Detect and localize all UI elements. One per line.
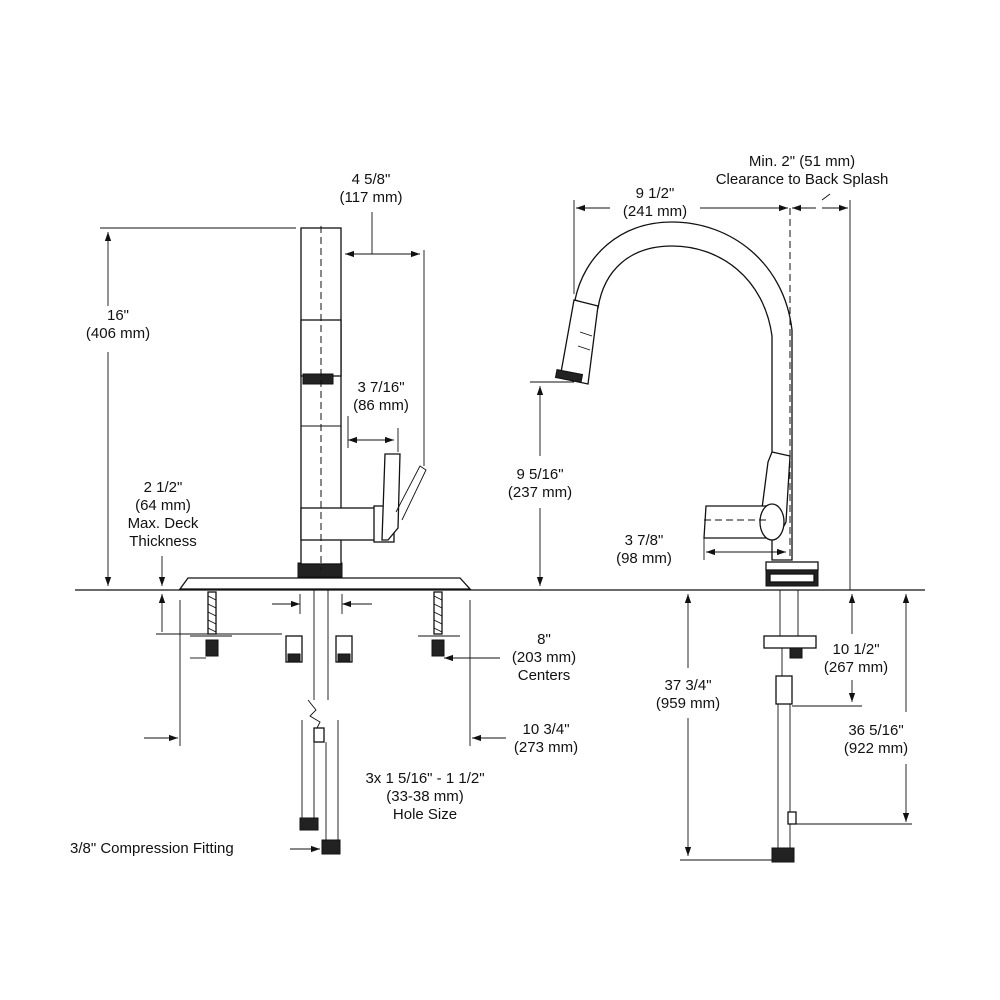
- dim-value-in: 3 7/16": [357, 379, 405, 396]
- dim-value-mm: (267 mm): [823, 659, 889, 676]
- dim-caption: Thickness: [129, 533, 197, 550]
- spray-face: [302, 373, 334, 385]
- dim-value-mm: (922 mm): [843, 740, 909, 757]
- dim-hole-size: 3x 1 5/16" - 1 1/2" (33-38 mm) Hole Size: [340, 770, 510, 824]
- left-dimension-lines: [100, 212, 506, 853]
- dim-value-in: 10 1/2": [832, 641, 880, 658]
- dim-value-mm: (406 mm): [85, 325, 151, 342]
- dim-value-in: 4 5/8": [351, 171, 391, 188]
- dim-shank-length: 10 1/2" (267 mm): [808, 641, 904, 677]
- dim-value-mm: (241 mm): [622, 203, 688, 220]
- dim-value-mm: (33-38 mm): [386, 788, 464, 805]
- pull-down-spray-head: [559, 299, 599, 385]
- dim-clearance: Min. 2" (51 mm) Clearance to Back Splash: [682, 153, 922, 189]
- base-ring: [297, 562, 343, 578]
- dim-handle-reach: 3 7/8" (98 mm): [606, 532, 682, 568]
- dim-caption: Centers: [517, 667, 571, 684]
- dim-value-mm: (959 mm): [655, 695, 721, 712]
- dim-value-in: 2 1/2": [143, 479, 183, 496]
- dim-value-mm: (117 mm): [339, 189, 403, 206]
- handle-lever: [381, 453, 401, 541]
- dim-value-in: 3 7/8": [624, 532, 664, 549]
- right-faucet-view: [554, 208, 819, 863]
- dim-centers: 8" (203 mm) Centers: [496, 631, 592, 685]
- dim-value-mm: (273 mm): [513, 739, 579, 756]
- gooseneck-spout: [574, 221, 793, 561]
- dim-value-in: 16": [106, 307, 129, 324]
- dim-value-mm: (203 mm): [511, 649, 577, 666]
- dim-caption: Clearance to Back Splash: [715, 171, 889, 188]
- dim-value-in: 36 5/16": [848, 722, 904, 739]
- dim-supply-length: 36 5/16" (922 mm): [824, 722, 928, 758]
- dim-plate-width: 10 3/4" (273 mm): [498, 721, 594, 757]
- dim-value-mm: (98 mm): [616, 550, 672, 567]
- left-faucet-view: [178, 226, 472, 855]
- dim-value-in: 37 3/4": [664, 677, 712, 694]
- dim-spout-height: 9 5/16" (237 mm): [492, 466, 588, 502]
- handle-lever-raised: [395, 465, 427, 521]
- deck-plate: [178, 577, 472, 590]
- dim-caption: 3/8" Compression Fitting: [70, 840, 234, 857]
- dim-spout-reach-side: 4 5/8" (117 mm): [326, 171, 416, 207]
- dim-height-total: 16" (406 mm): [68, 307, 168, 343]
- dim-caption: Hole Size: [392, 806, 458, 823]
- dim-value-mm: (237 mm): [507, 484, 573, 501]
- dim-hose-length: 37 3/4" (959 mm): [640, 677, 736, 713]
- dim-deck-thickness: 2 1/2" (64 mm) Max. Deck Thickness: [108, 479, 218, 551]
- dim-value-in: 9 5/16": [516, 466, 564, 483]
- dim-compression-fitting: 3/8" Compression Fitting: [70, 840, 290, 858]
- dim-value-in: 9 1/2": [635, 185, 675, 202]
- dim-value-in: 3x 1 5/16" - 1 1/2": [365, 770, 485, 787]
- dim-value-mm: (64 mm): [135, 497, 191, 514]
- dim-spout-reach: 9 1/2" (241 mm): [608, 185, 702, 221]
- dim-caption: Max. Deck: [127, 515, 199, 532]
- dim-value-mm: (86 mm): [353, 397, 409, 414]
- dim-handle-offset: 3 7/16" (86 mm): [336, 379, 426, 415]
- right-dimension-lines: [530, 193, 912, 861]
- dim-value: Min. 2" (51 mm): [748, 153, 856, 170]
- dim-value-in: 10 3/4": [522, 721, 570, 738]
- side-base: [765, 561, 819, 571]
- dim-value-in: 8": [537, 631, 551, 648]
